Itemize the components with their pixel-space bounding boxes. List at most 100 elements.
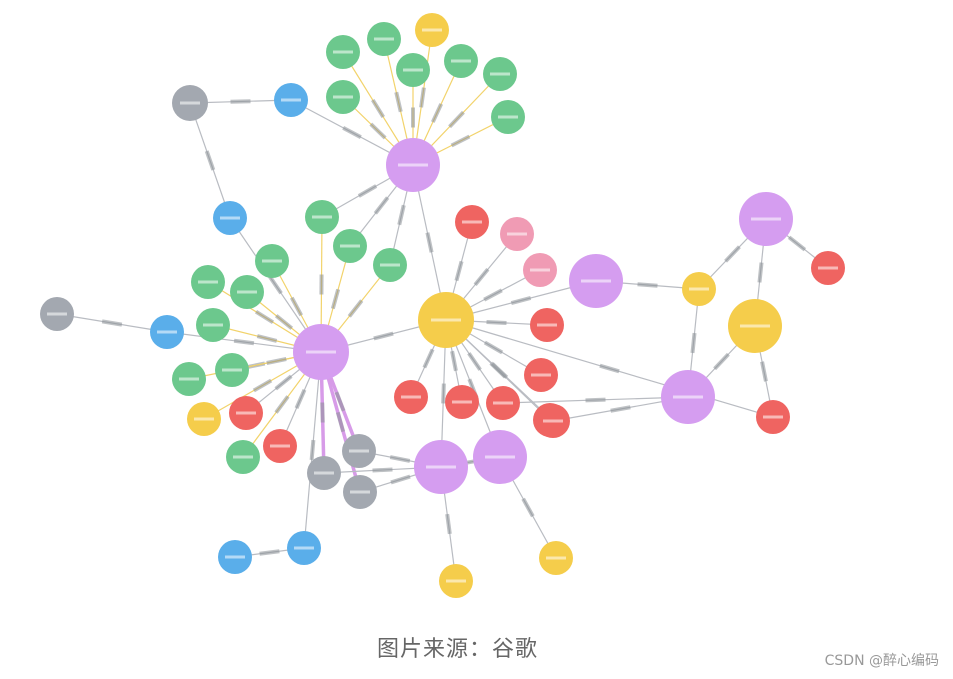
graph-node-purple[interactable] (293, 324, 349, 380)
node-label-mark (426, 465, 456, 469)
graph-node-green[interactable] (305, 200, 339, 234)
graph-node-green[interactable] (191, 265, 225, 299)
graph-node-green[interactable] (444, 44, 478, 78)
graph-node-purple[interactable] (473, 430, 527, 484)
graph-node-green[interactable] (396, 53, 430, 87)
graph-node-red[interactable] (530, 308, 564, 342)
graph-node-blue[interactable] (213, 201, 247, 235)
graph-node-blue[interactable] (150, 315, 184, 349)
graph-node-red[interactable] (394, 380, 428, 414)
graph-node-grey[interactable] (343, 475, 377, 509)
node-label-mark (333, 95, 353, 99)
graph-node-purple[interactable] (739, 192, 793, 246)
node-label-mark (179, 377, 199, 381)
node-label-mark (306, 350, 336, 354)
edge-relation-label (510, 296, 532, 305)
graph-node-yellow[interactable] (439, 564, 473, 598)
graph-node-yellow[interactable] (728, 299, 782, 353)
graph-node-yellow[interactable] (539, 541, 573, 575)
edge-relation-label (637, 282, 658, 288)
graph-node-green[interactable] (226, 440, 260, 474)
graph-node-red[interactable] (229, 396, 263, 430)
edge-relation-label (450, 350, 458, 372)
edge-relation-label (204, 150, 216, 171)
graph-node-purple[interactable] (414, 440, 468, 494)
edge-relation-label (334, 391, 346, 412)
graph-node-blue[interactable] (218, 540, 252, 574)
graph-node-red[interactable] (756, 400, 790, 434)
node-label-mark (312, 215, 332, 219)
graph-node-purple[interactable] (661, 370, 715, 424)
graph-node-red[interactable] (263, 429, 297, 463)
graph-node-blue[interactable] (287, 531, 321, 565)
node-label-mark (333, 50, 353, 54)
node-label-mark (689, 287, 709, 291)
edge-relation-label (521, 497, 535, 518)
edge-relation-label (445, 513, 452, 535)
graph-node-green[interactable] (333, 229, 367, 263)
node-label-mark (294, 546, 314, 550)
node-label-mark (740, 324, 770, 328)
node-label-mark (490, 72, 510, 76)
edge-relation-label (373, 331, 394, 341)
graph-node-red[interactable] (486, 386, 520, 420)
edge-relation-label (369, 122, 387, 140)
graph-node-green[interactable] (326, 35, 360, 69)
graph-node-green[interactable] (483, 57, 517, 91)
graph-node-green[interactable] (326, 80, 360, 114)
graph-node-red[interactable] (445, 385, 479, 419)
edge-relation-label (787, 235, 807, 252)
edge-relation-label (467, 352, 482, 371)
edge-relation-label (357, 184, 378, 198)
graph-node-red[interactable] (536, 404, 570, 438)
edge-relation-label (441, 383, 446, 404)
graph-node-red[interactable] (811, 251, 845, 285)
node-label-mark (233, 455, 253, 459)
node-label-mark (452, 400, 472, 404)
graph-node-blue[interactable] (274, 83, 308, 117)
graph-node-green[interactable] (255, 244, 289, 278)
node-label-mark (485, 455, 515, 459)
graph-node-yellow[interactable] (418, 292, 474, 348)
graph-node-red[interactable] (524, 358, 558, 392)
edge-relation-label (266, 357, 287, 365)
graph-node-green[interactable] (373, 248, 407, 282)
node-label-mark (236, 411, 256, 415)
edge-relation-label (394, 91, 403, 113)
node-label-mark (349, 449, 369, 453)
graph-node-green[interactable] (230, 275, 264, 309)
graph-node-yellow[interactable] (415, 13, 449, 47)
graph-node-green[interactable] (215, 353, 249, 387)
graph-node-green[interactable] (367, 22, 401, 56)
edge-relation-label (274, 374, 293, 391)
node-label-mark (220, 216, 240, 220)
node-label-mark (262, 259, 282, 263)
node-label-mark (543, 419, 563, 423)
graph-node-grey[interactable] (172, 85, 208, 121)
node-label-mark (530, 268, 550, 272)
graph-node-green[interactable] (491, 100, 525, 134)
graph-node-red[interactable] (455, 205, 489, 239)
node-label-mark (398, 163, 428, 167)
graph-node-green[interactable] (196, 308, 230, 342)
graph-node-grey[interactable] (307, 456, 341, 490)
node-label-mark (673, 395, 703, 399)
graph-node-yellow[interactable] (187, 402, 221, 436)
edge-relation-label (330, 288, 341, 310)
graph-node-green[interactable] (172, 362, 206, 396)
graph-node-grey[interactable] (342, 434, 376, 468)
graph-node-yellow[interactable] (682, 272, 716, 306)
graph-node-grey[interactable] (40, 297, 74, 331)
graph-node-purple[interactable] (569, 254, 623, 308)
edge-relation-label (483, 288, 503, 302)
edge-relation-label (473, 268, 490, 286)
knowledge-graph[interactable] (0, 0, 915, 612)
node-label-mark (47, 312, 67, 316)
node-label-mark (498, 115, 518, 119)
graph-node-pink[interactable] (523, 253, 557, 287)
graph-node-purple[interactable] (386, 138, 440, 192)
edge-relation-label (397, 204, 406, 226)
edge-relation-label (585, 397, 606, 403)
graph-node-pink[interactable] (500, 217, 534, 251)
edge-relation-label (713, 352, 730, 371)
